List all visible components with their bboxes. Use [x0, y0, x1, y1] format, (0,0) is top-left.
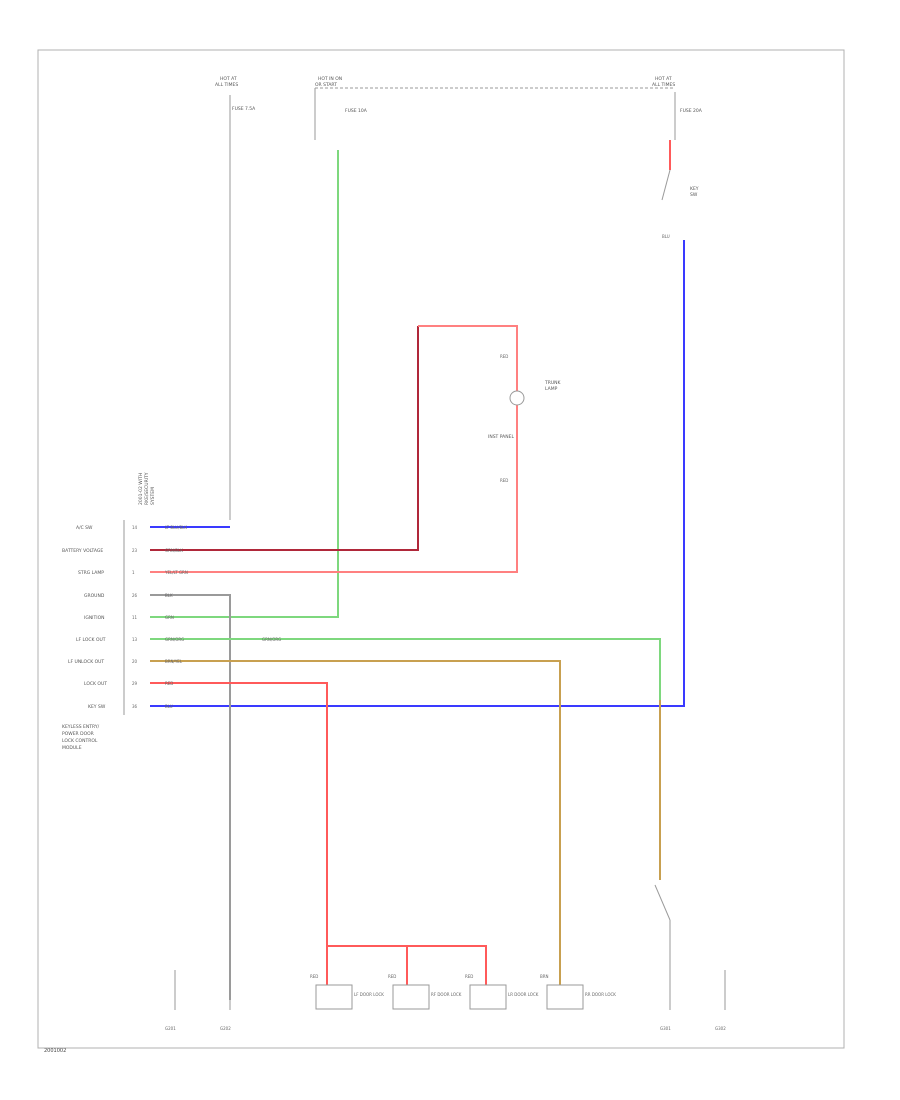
terminal-wire: GRN/ORG — [165, 637, 184, 642]
wire-darkred-battery — [150, 326, 419, 551]
lower-switch: GRN/ORG — [262, 637, 671, 1000]
terminal-pin: 13 — [132, 637, 138, 642]
actuator-lr: LR DOOR LOCK RED — [465, 974, 539, 1010]
terminal-wire: RED — [165, 681, 173, 686]
actuator-rf: RF DOOR LOCK RED — [388, 974, 462, 1010]
actuator-label: RF DOOR LOCK — [431, 992, 462, 997]
terminal-pin: 11 — [132, 615, 138, 620]
svg-text:RKE/SECURITY: RKE/SECURITY — [144, 472, 150, 505]
svg-text:KEYLESS ENTRY/: KEYLESS ENTRY/ — [62, 724, 100, 730]
svg-text:POWER DOOR: POWER DOOR — [62, 731, 94, 737]
key-switch-wire: BLU — [662, 234, 670, 239]
actuator-label: LR DOOR LOCK — [508, 992, 539, 997]
lamp-bulb-icon — [509, 390, 525, 406]
fuse-sub: OR START — [315, 82, 337, 88]
terminal-wire: LT BLU/BLK — [165, 525, 187, 530]
lower-wire: GRN/ORG — [262, 637, 281, 642]
terminal-name: A/C SW — [76, 525, 93, 531]
terminal-wire: BLK — [165, 593, 173, 598]
terminal-wire: YEL/LT GRN — [164, 570, 188, 575]
terminal-pin: 26 — [132, 593, 138, 598]
actuator-rr: RR DOOR LOCK BRN — [540, 974, 616, 1010]
actuator-wire: RED — [310, 974, 318, 979]
fuse-hot-in-on: HOT IN ON OR START FUSE 10A — [314, 76, 368, 140]
svg-text:MODULE: MODULE — [62, 745, 82, 751]
trunk-lamp: RED TRUNK LAMP INST PANEL RED — [488, 354, 562, 483]
wire-ground — [150, 594, 231, 1000]
fuse-hot-at-all-times-left: HOT AT ALL TIMES FUSE 7.5A — [215, 76, 256, 520]
terminal-name: STRG LAMP — [78, 570, 104, 576]
terminal-wire: GRN/BLK — [165, 548, 183, 553]
ground-label: G302 — [715, 1026, 726, 1031]
terminal-pin: 23 — [132, 548, 138, 553]
terminal-name: BATTERY VOLTAGE — [62, 548, 103, 554]
terminal-name: IGNITION — [84, 615, 105, 621]
terminal-wire: GRN — [165, 615, 174, 620]
actuator-wire: RED — [465, 974, 473, 979]
fuse-value: FUSE 10A — [345, 108, 368, 114]
wire-red-lock-out — [150, 682, 328, 985]
module-terminals: A/C SW 14 LT BLU/BLK BATTERY VOLTAGE 23 … — [62, 525, 188, 710]
svg-text:2001-02 WITH: 2001-02 WITH — [138, 473, 144, 505]
actuator-wire: BRN — [540, 974, 549, 979]
terminal-pin: 36 — [132, 704, 138, 709]
fuse-sub: ALL TIMES — [652, 82, 675, 88]
terminal-wire: BRN/YEL — [165, 659, 183, 664]
ground-g201: G201 — [165, 970, 176, 1031]
lamp-note: INST PANEL — [488, 434, 514, 440]
lamp-wire-bot: RED — [500, 478, 508, 483]
actuator-lf: LF DOOR LOCK RED — [310, 974, 384, 1010]
wire-pink-loop — [150, 325, 518, 573]
terminal-name: LOCK OUT — [84, 681, 107, 687]
lamp-label: LAMP — [545, 386, 558, 392]
key-switch-label: KEY — [690, 186, 699, 192]
actuator-label: RR DOOR LOCK — [585, 992, 616, 997]
ground-label: G202 — [220, 1026, 231, 1031]
fuse-value: FUSE 20A — [680, 108, 703, 114]
fuse-sub: ALL TIMES — [215, 82, 238, 88]
terminal-pin: 1 — [132, 570, 135, 575]
key-switch-label: SW — [690, 192, 698, 198]
svg-text:SYSTEM: SYSTEM — [150, 487, 156, 505]
module-label: KEYLESS ENTRY/ POWER DOOR LOCK CONTROL M… — [62, 724, 100, 751]
fuse-hot-at-all-times-right: HOT AT ALL TIMES FUSE 20A — [652, 76, 703, 140]
wire-red-branch — [327, 945, 487, 985]
lamp-wire-top: RED — [500, 354, 508, 359]
fuse-value: FUSE 7.5A — [232, 106, 256, 112]
terminal-name: LF LOCK OUT — [76, 637, 106, 643]
ground-g301: G301 — [660, 1000, 671, 1031]
terminal-pin: 14 — [132, 525, 138, 530]
lamp-label: TRUNK — [544, 380, 562, 386]
terminal-name: LF UNLOCK OUT — [68, 659, 104, 665]
key-switch: KEY SW BLU — [661, 169, 699, 239]
ground-label: G301 — [660, 1026, 671, 1031]
terminal-name: KEY SW — [88, 704, 106, 710]
ground-g302: G302 — [715, 970, 726, 1031]
fuse-title: HOT AT — [655, 76, 672, 82]
svg-text:LOCK CONTROL: LOCK CONTROL — [62, 738, 98, 744]
terminal-wire: BLU — [165, 704, 173, 709]
terminal-pin: 20 — [132, 659, 138, 664]
actuator-label: LF DOOR LOCK — [354, 992, 384, 997]
actuator-wire: RED — [388, 974, 396, 979]
ground-label: G201 — [165, 1026, 176, 1031]
fuse-title: HOT AT — [220, 76, 237, 82]
footer-id: 2001002 — [44, 1048, 66, 1054]
terminal-name: GROUND — [84, 593, 105, 599]
terminal-pin: 29 — [132, 681, 138, 686]
fuse-title: HOT IN ON — [318, 76, 342, 82]
wire-green-ignition — [150, 150, 339, 618]
ground-g202: G202 — [220, 1000, 231, 1031]
header-notes: 2001-02 WITH RKE/SECURITY SYSTEM — [138, 472, 156, 505]
wire-tan-unlock — [150, 660, 561, 985]
